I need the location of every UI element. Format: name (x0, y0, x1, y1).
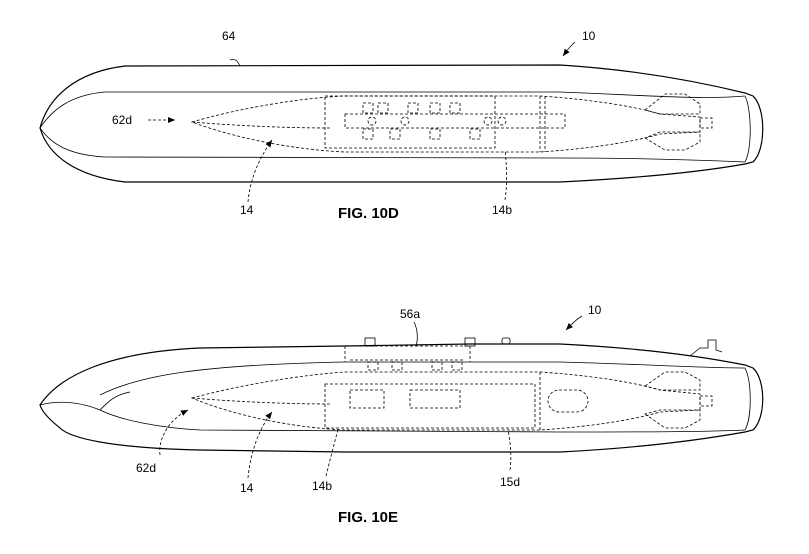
tail-fin-upper-10d (644, 93, 701, 115)
module-14b-10e (324, 383, 536, 429)
ref-56a-label: 56a (400, 307, 420, 321)
ref-14-label-10d: 14 (240, 203, 254, 217)
inner-body-14-10e (190, 371, 701, 431)
leader-15d-10e (507, 429, 512, 471)
thruster-10e (699, 395, 713, 407)
leader-14b-10d (504, 149, 507, 201)
inner-body-14-10d (190, 95, 701, 153)
ref-14b-label-10d: 14b (492, 203, 512, 217)
figure-10d-caption: FIG. 10D (338, 205, 399, 222)
ref-62d-label-10e: 62d (136, 461, 156, 475)
deck-module-56a-10e (344, 345, 471, 362)
ref-14-label-10e: 14 (240, 481, 254, 495)
bow-inner-line-10d (39, 91, 746, 129)
figure-10d: 64 10 62d 14 14b FIG. 10D (39, 29, 764, 222)
leader-64 (229, 59, 241, 67)
leader-62d-10e (159, 409, 189, 456)
module-14b-10d (324, 95, 496, 149)
deck-components-10e (367, 361, 463, 371)
hull-lower-edge-10e (39, 401, 746, 433)
stern-cap-10d (744, 95, 751, 163)
tail-fin-lower-10e (644, 409, 701, 429)
arrow-10-10d (562, 41, 576, 57)
inner-midline-10d (191, 121, 331, 129)
deck-fitting-1-10e (364, 337, 376, 347)
figure-10e: 56a 10 62d 14 14b 15d FIG. 10E (39, 303, 764, 526)
figure-10e-caption: FIG. 10E (338, 509, 398, 526)
components-10d (362, 102, 507, 140)
bay-1-10e (349, 389, 385, 409)
bow-fold-10e (99, 391, 131, 411)
leader-14b-10e (325, 429, 339, 477)
ref-10-label-10d: 10 (582, 29, 596, 43)
ref-15d-label-10e: 15d (500, 475, 520, 489)
arrow-10-10e (565, 315, 583, 331)
module-rail-10d (344, 113, 566, 129)
hull-upper-edge-10e (99, 361, 746, 396)
ref-14b-label-10e: 14b (312, 479, 332, 493)
ref-62d-label-10d: 62d (112, 113, 132, 127)
deck-fitting-2-10e (464, 337, 476, 347)
bay-2-10e (409, 389, 461, 409)
deck-fitting-3-10e (501, 337, 511, 345)
capsule-10e (547, 389, 589, 413)
leader-14-10e (247, 411, 273, 479)
stern-mast-10e (689, 339, 723, 357)
leader-56a (413, 321, 418, 347)
ref-64-label: 64 (222, 29, 236, 43)
stern-cap-10e (744, 367, 751, 431)
bow-lower-line-10d (39, 127, 746, 163)
ref-10-label-10e: 10 (588, 303, 602, 317)
outer-hull-10d (39, 64, 764, 183)
outer-hull-10e (39, 343, 764, 453)
tail-fin-lower-10d (644, 131, 701, 151)
leader-14-10d (247, 139, 273, 203)
thruster-10d (699, 117, 713, 129)
inner-midline-10e (191, 397, 331, 405)
tail-fin-upper-10e (644, 371, 701, 391)
